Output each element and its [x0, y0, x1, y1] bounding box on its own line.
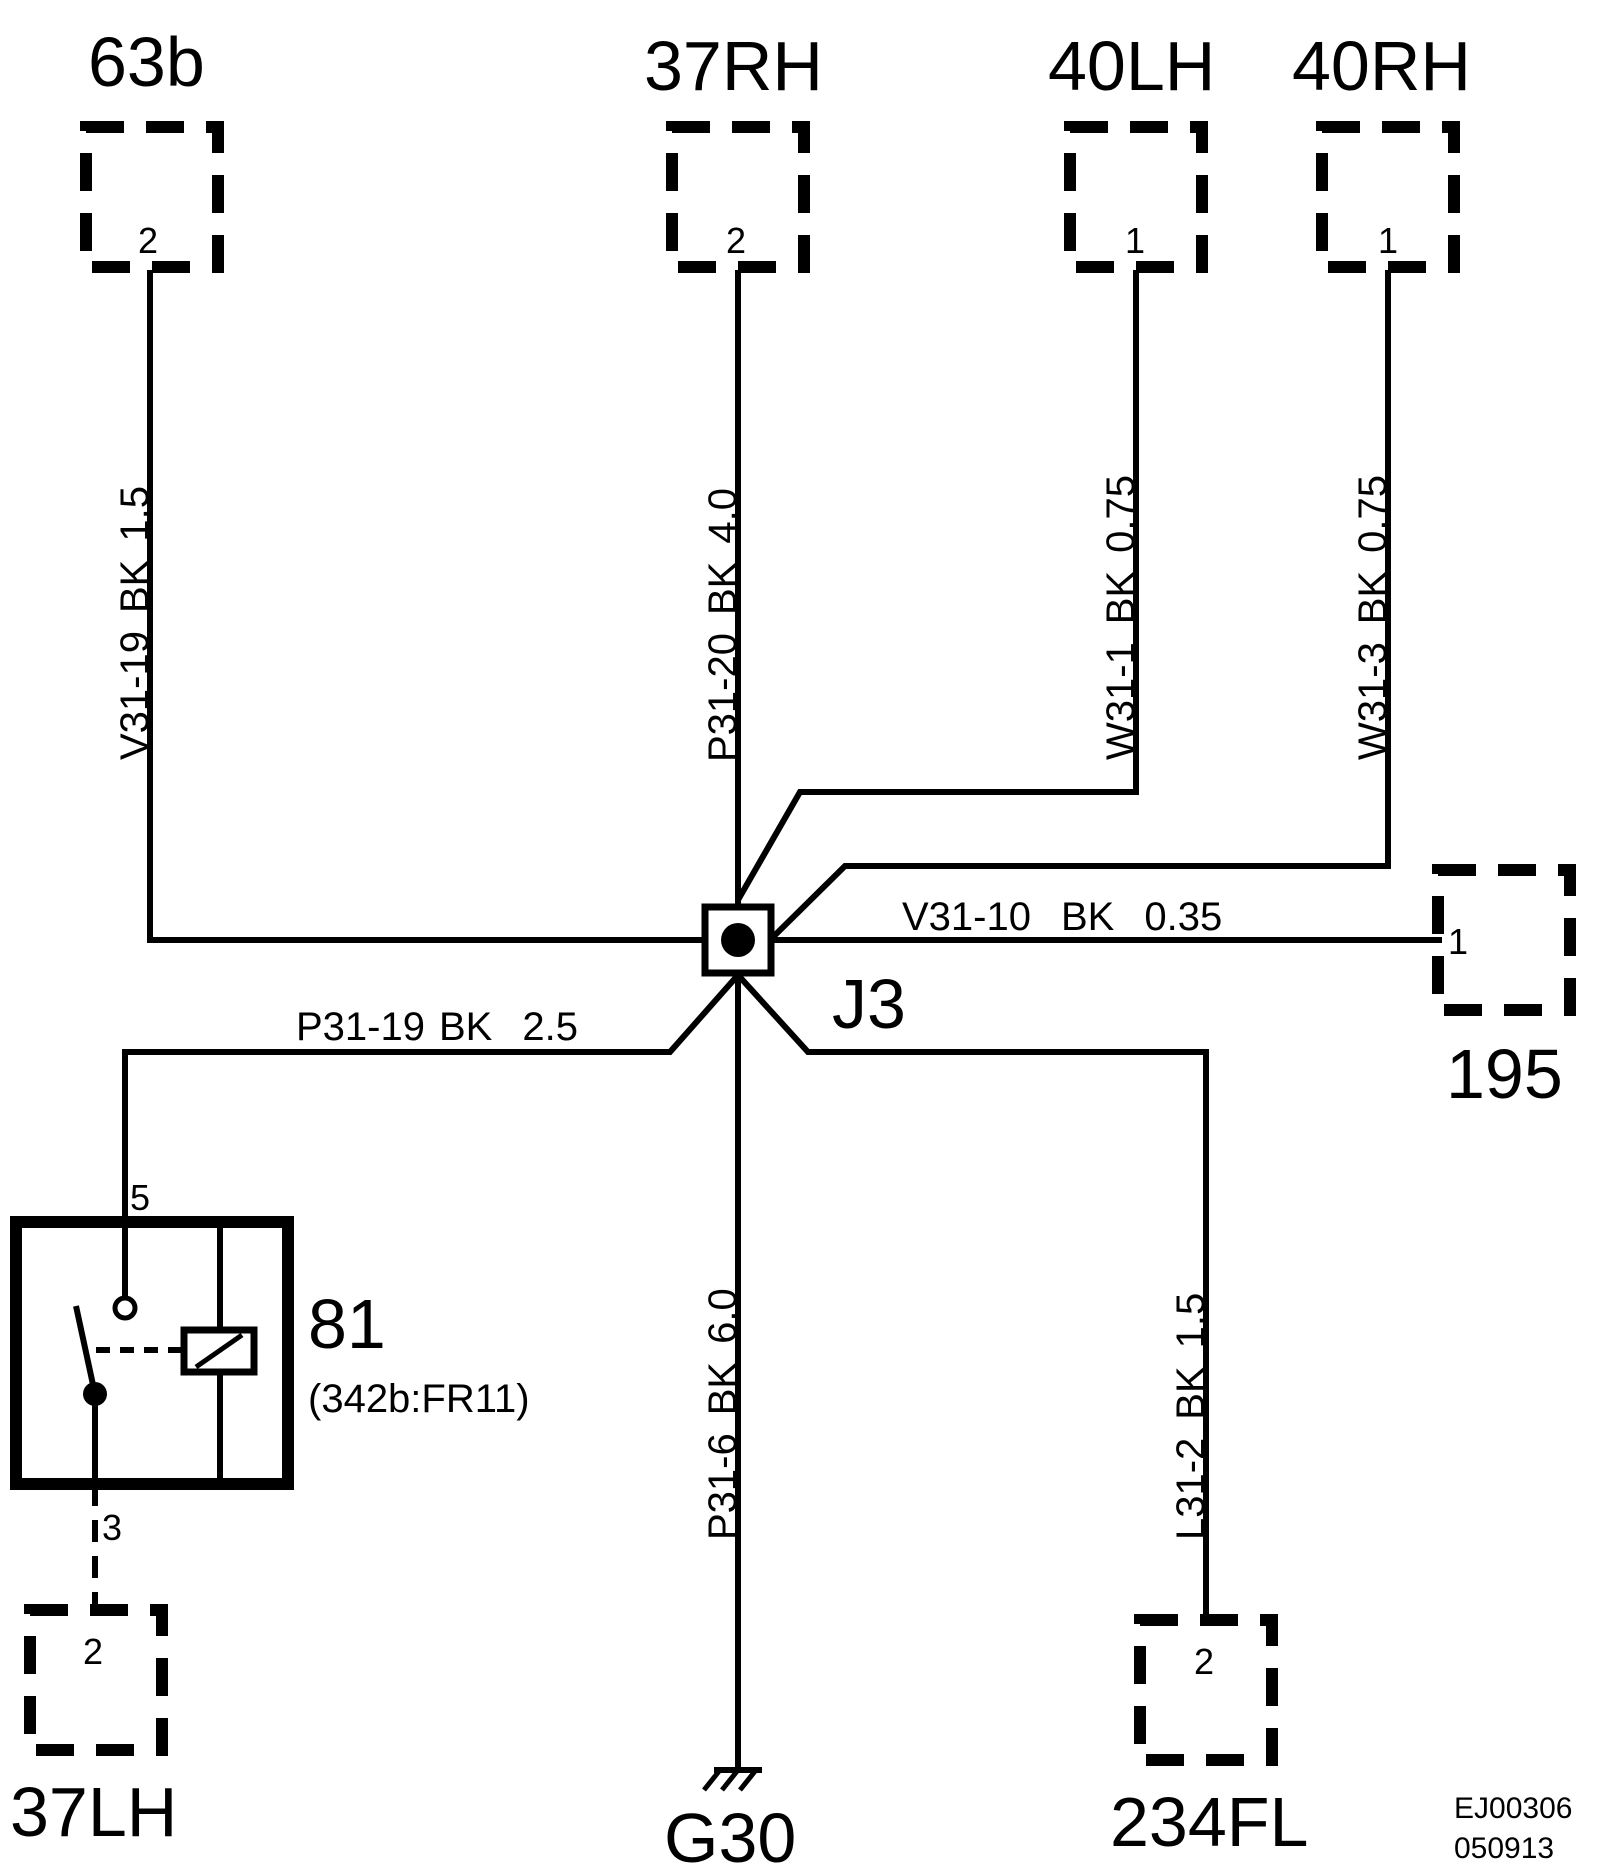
- doc-code-line1: EJ00306: [1454, 1792, 1572, 1825]
- connector-40rh-label: 40RH: [1292, 27, 1471, 105]
- doc-code-line2: 050913: [1454, 1832, 1554, 1865]
- wire-40rh-label: W31-3BK0.75: [1351, 475, 1395, 760]
- wire-63b: [147, 270, 738, 943]
- wire-81: [122, 973, 741, 1300]
- svg-text:P31-20BK4.0: P31-20BK4.0: [701, 488, 745, 762]
- connector-195-label: 195: [1446, 1035, 1563, 1113]
- connector-195: [1432, 864, 1576, 1016]
- wire-234fl-label: L31-2BK1.5: [1169, 1293, 1213, 1540]
- svg-text:P31-6BK6.0: P31-6BK6.0: [701, 1288, 745, 1540]
- relay-81-ref: (342b:FR11): [308, 1377, 530, 1421]
- connector-63b: [80, 121, 224, 273]
- wire-g30-label: P31-6BK6.0: [701, 1288, 745, 1540]
- ground-g30-label: G30: [664, 1799, 796, 1876]
- wire-234fl: [735, 972, 1209, 1620]
- relay-contact-open: [112, 1295, 138, 1321]
- relay-81-pin-top: 5: [130, 1177, 150, 1218]
- connector-234fl-label: 234FL: [1110, 1783, 1308, 1861]
- wire-40lh-label: W31-1BK0.75: [1099, 475, 1143, 760]
- connector-37rh-label: 37RH: [644, 27, 823, 105]
- connector-37lh-label: 37LH: [10, 1773, 177, 1851]
- connector-63b-label: 63b: [88, 23, 205, 101]
- svg-text:W31-1BK0.75: W31-1BK0.75: [1099, 475, 1143, 760]
- connector-63b-pin: 2: [138, 220, 158, 261]
- svg-text:V31-19BK1.5: V31-19BK1.5: [113, 486, 157, 760]
- connector-37lh-pin: 2: [83, 1631, 103, 1672]
- wire-63b-label: V31-19BK1.5: [113, 486, 157, 760]
- relay-81: [10, 1216, 294, 1490]
- connector-40lh: [1064, 121, 1208, 273]
- relay-81-pin-bottom: 3: [102, 1507, 122, 1548]
- connector-37rh: [666, 121, 810, 273]
- connector-40rh: [1316, 121, 1460, 273]
- wire-40rh: [767, 270, 1391, 943]
- connector-37rh-pin: 2: [726, 220, 746, 261]
- wire-40lh: [735, 270, 1139, 902]
- splice-j3: [701, 903, 775, 977]
- svg-text:W31-3BK0.75: W31-3BK0.75: [1351, 475, 1395, 760]
- relay-81-label: 81: [308, 1285, 386, 1363]
- connector-195-pin: 1: [1448, 921, 1468, 962]
- wire-37rh-label: P31-20BK4.0: [701, 488, 745, 762]
- svg-text:L31-2BK1.5: L31-2BK1.5: [1169, 1293, 1213, 1540]
- connector-40lh-label: 40LH: [1048, 27, 1215, 105]
- connector-37lh: [24, 1604, 168, 1756]
- connector-234fl: [1134, 1614, 1278, 1766]
- connector-40lh-pin: 1: [1125, 220, 1145, 261]
- connector-40rh-pin: 1: [1378, 220, 1398, 261]
- splice-j3-label: J3: [832, 965, 906, 1043]
- ground-icon: [702, 1767, 762, 1792]
- connector-234fl-pin: 2: [1194, 1641, 1214, 1682]
